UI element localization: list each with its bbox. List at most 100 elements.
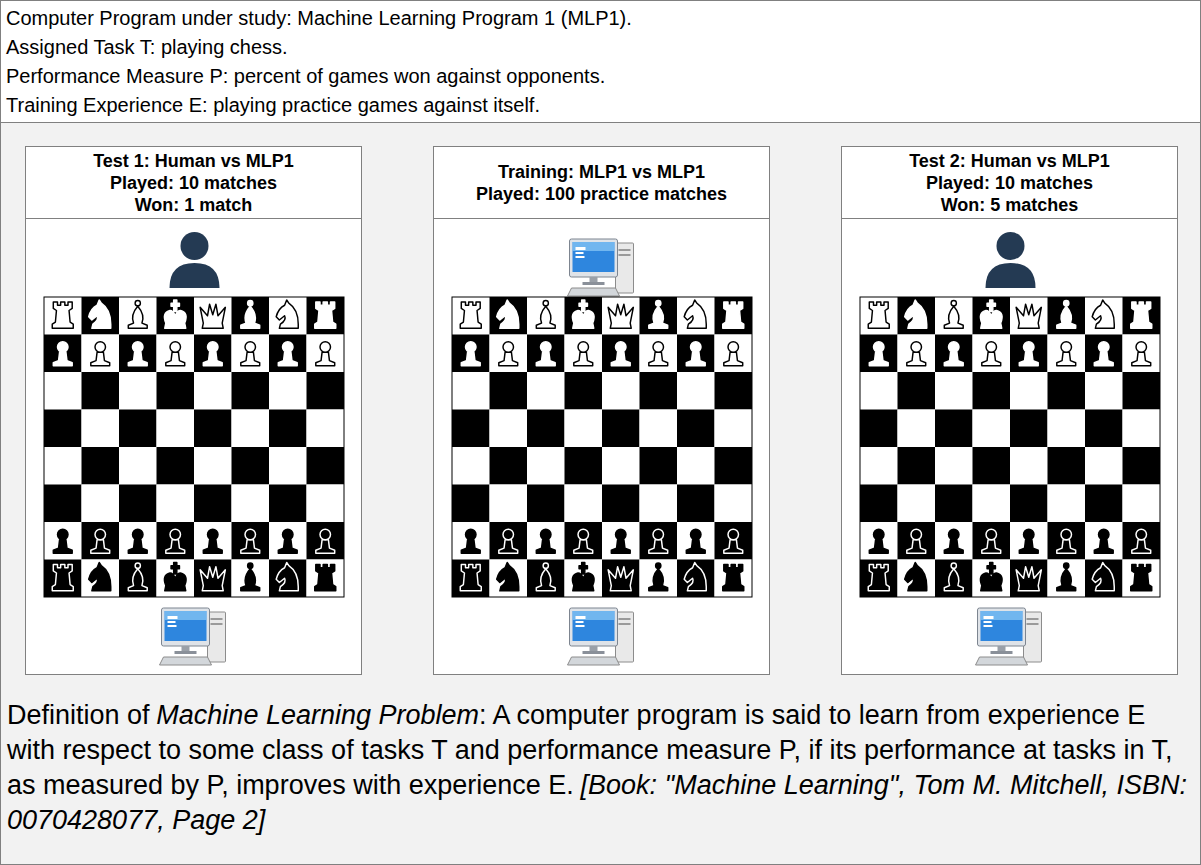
chess-piece-head <box>1024 529 1035 540</box>
chess-piece <box>89 563 111 591</box>
board-square <box>898 560 936 598</box>
board-square <box>307 560 345 598</box>
panel-illustration <box>434 147 771 676</box>
board-square <box>602 372 640 410</box>
screen-window <box>984 616 994 619</box>
chess-piece-head <box>543 563 548 568</box>
board-square <box>1048 522 1086 560</box>
board-square <box>602 410 640 448</box>
chess-piece <box>461 529 480 553</box>
chess-piece-body <box>460 302 481 328</box>
chess-piece <box>905 300 927 328</box>
chess-piece <box>499 529 518 553</box>
chess-piece <box>907 529 926 553</box>
board-square <box>119 297 157 335</box>
screen-glare <box>165 611 207 620</box>
board-square <box>1048 485 1086 523</box>
chess-piece-body <box>686 540 705 554</box>
chess-piece <box>278 529 297 553</box>
board-square <box>1085 485 1123 523</box>
chess-piece-body <box>611 540 630 554</box>
board-square <box>452 522 490 560</box>
board-square <box>82 410 120 448</box>
chess-piece <box>53 529 72 553</box>
chess-piece-body <box>53 540 72 554</box>
chess-piece <box>907 342 926 366</box>
board-square <box>490 560 528 598</box>
board-square <box>898 372 936 410</box>
monitor-frame <box>570 608 618 646</box>
board-square <box>82 335 120 373</box>
board-square <box>860 522 898 560</box>
chess-piece-body <box>1057 306 1076 328</box>
monitor-screen <box>165 611 207 641</box>
chess-piece-body <box>53 352 72 366</box>
board-square <box>1010 522 1048 560</box>
person-icon <box>170 232 220 288</box>
chess-piece-body <box>1057 569 1076 591</box>
chess-piece <box>166 342 185 366</box>
chess-piece <box>536 342 555 366</box>
chess-piece-head <box>949 529 960 540</box>
board-square <box>232 560 270 598</box>
chess-piece-body <box>869 352 888 366</box>
chess-piece <box>128 563 147 591</box>
info-line: Assigned Task T: playing chess. <box>6 33 1195 62</box>
board-square <box>1123 372 1161 410</box>
screen-window <box>984 621 992 623</box>
board-square <box>973 410 1011 448</box>
board-square <box>1048 297 1086 335</box>
chess-piece-head <box>653 342 664 353</box>
chess-piece <box>241 301 260 329</box>
stage-panel: Test 1: Human vs MLP1Played: 10 matchesW… <box>25 146 362 675</box>
chess-piece-body <box>164 563 186 591</box>
chess-piece <box>460 302 481 328</box>
chess-piece-head <box>541 529 552 540</box>
computer-tower <box>616 243 634 293</box>
board-square <box>935 560 973 598</box>
keyboard <box>976 657 1028 665</box>
chess-piece-head <box>133 342 144 353</box>
panel-header: Test 1: Human vs MLP1Played: 10 matchesW… <box>26 147 361 219</box>
board-square <box>119 522 157 560</box>
board-square <box>973 485 1011 523</box>
chess-piece <box>53 342 72 366</box>
board-frame <box>860 297 1160 597</box>
board-square <box>565 372 603 410</box>
board-square <box>232 297 270 335</box>
chess-board <box>452 297 752 597</box>
chess-piece <box>497 300 519 328</box>
board-square <box>157 335 195 373</box>
chess-piece <box>1132 342 1151 366</box>
chess-piece <box>611 529 630 553</box>
monitor-base <box>175 651 197 654</box>
board-square <box>1123 335 1161 373</box>
board-square <box>1123 522 1161 560</box>
board-square <box>1010 335 1048 373</box>
board-square <box>1085 335 1123 373</box>
board-square <box>452 372 490 410</box>
chess-piece-body <box>649 540 668 554</box>
chess-piece <box>536 301 555 329</box>
board-square <box>119 560 157 598</box>
board-square <box>452 297 490 335</box>
board-square <box>307 372 345 410</box>
board-square <box>860 410 898 448</box>
chess-piece <box>241 529 260 553</box>
chess-piece-head <box>1061 529 1072 540</box>
monitor-stand <box>998 646 1006 651</box>
chess-piece <box>128 301 147 329</box>
board-square <box>194 335 232 373</box>
board-square <box>44 560 82 598</box>
board-square <box>640 522 678 560</box>
chess-piece-body <box>499 540 518 554</box>
chess-piece-head <box>951 301 956 306</box>
chess-piece-body <box>723 565 744 591</box>
board-square <box>82 372 120 410</box>
monitor-screen <box>573 242 615 272</box>
board-square <box>527 560 565 598</box>
chess-piece-body <box>724 540 743 554</box>
board-square <box>307 522 345 560</box>
tower-slot <box>619 623 631 625</box>
board-square <box>490 522 528 560</box>
